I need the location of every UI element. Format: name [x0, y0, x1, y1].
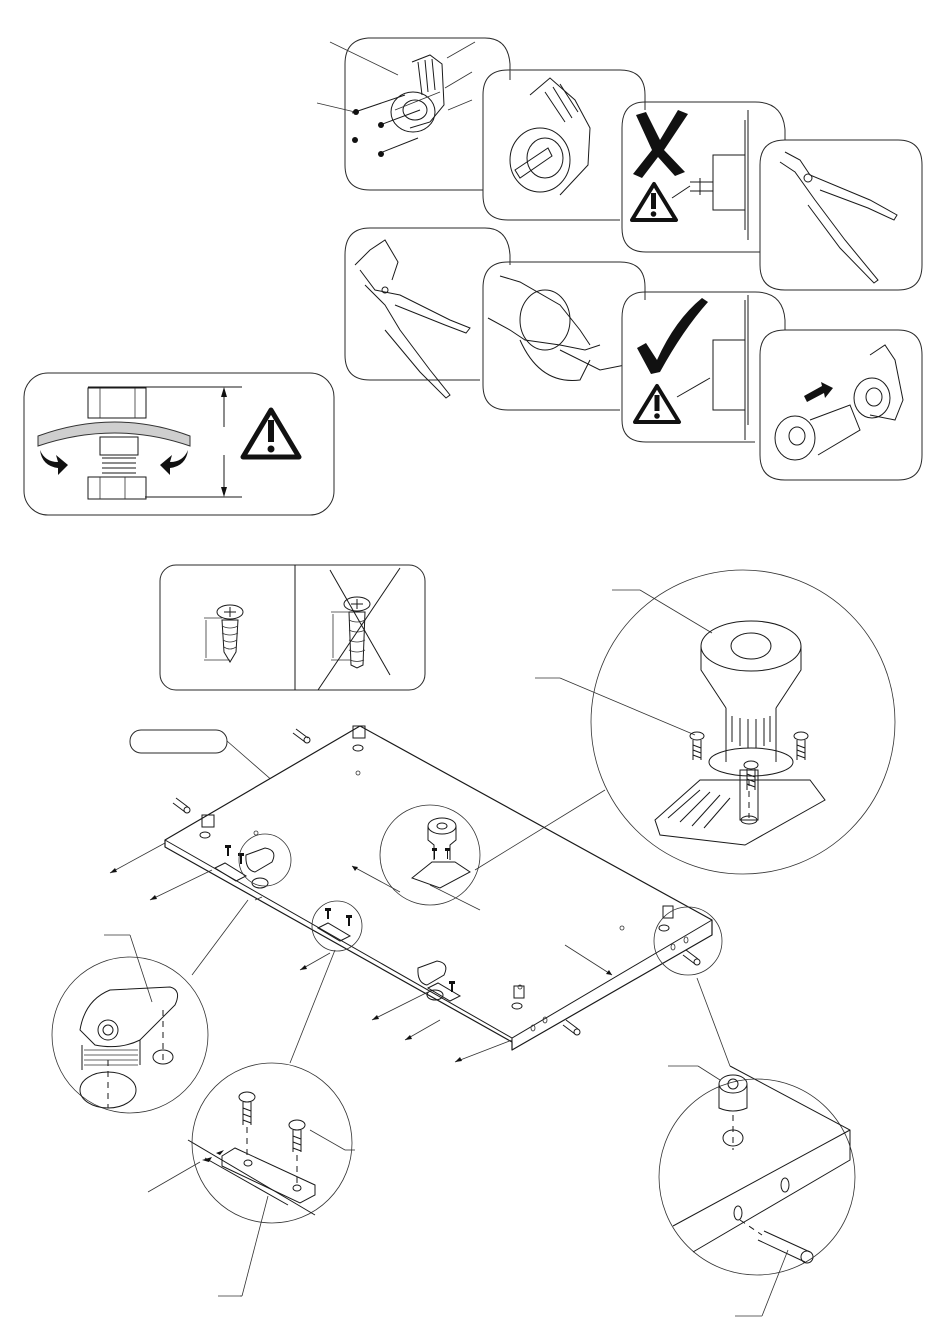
- cam-lock-detail-icon: [80, 987, 178, 1108]
- screw-icon: [239, 1092, 305, 1185]
- leveling-foot-panel: [24, 373, 334, 515]
- mounting-plate-detail-icon: [188, 1140, 315, 1215]
- step-panel-insert-adjuster: [760, 330, 922, 480]
- step-panel-pliers-cut: [483, 262, 645, 410]
- step-panel-pliers: [760, 140, 922, 290]
- cam-lock-detail-callout: [52, 900, 248, 1113]
- step-panel-base-closeup: [483, 70, 645, 220]
- dowel-and-cam-detail-icon: [673, 1066, 850, 1263]
- step-panel-screw-base: [317, 38, 510, 190]
- board-panel: [110, 726, 712, 1062]
- screw-depth-panel: [160, 565, 425, 690]
- correct-check-icon: [637, 298, 708, 374]
- dowel-and-cam-detail-callout: [659, 978, 855, 1316]
- mounting-plate-detail-callout: [148, 950, 355, 1296]
- leveling-foot-detail-icon: [655, 621, 825, 845]
